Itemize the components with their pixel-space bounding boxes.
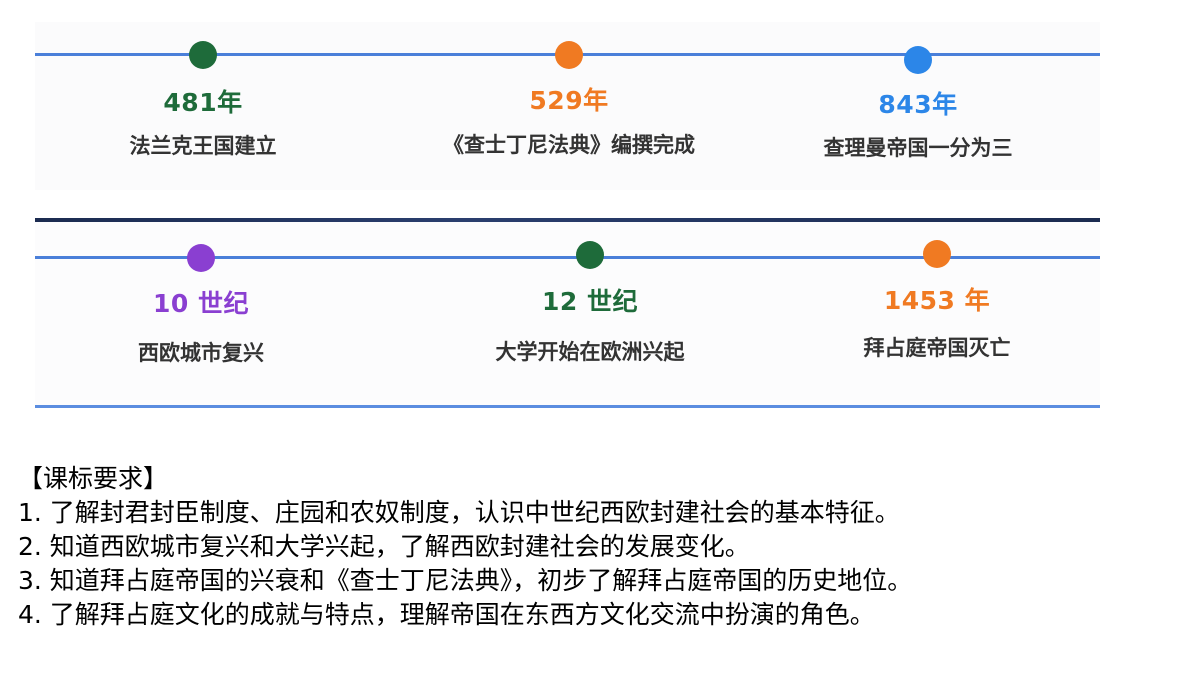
event-year: 1453 年 <box>883 286 991 315</box>
requirement-item-1: 1. 了解封君封臣制度、庄园和农奴制度，认识中世纪西欧封建社会的基本特征。 <box>18 498 900 527</box>
event-label: 《查士丁尼法典》编撰完成 <box>443 133 695 157</box>
event-dot <box>904 46 932 74</box>
event-dot <box>555 41 583 69</box>
event-dot <box>923 240 951 268</box>
event-year: 10 世纪 <box>153 289 249 318</box>
requirement-item-2: 2. 知道西欧城市复兴和大学兴起，了解西欧封建社会的发展变化。 <box>18 532 750 561</box>
event-year: 843年 <box>878 90 958 119</box>
event-label: 查理曼帝国一分为三 <box>823 136 1013 160</box>
event-year: 481年 <box>163 88 243 117</box>
panel-top-bar <box>35 218 1100 222</box>
timeline-line <box>35 256 1100 259</box>
requirement-item-4: 4. 了解拜占庭文化的成就与特点，理解帝国在东西方文化交流中扮演的角色。 <box>18 600 875 629</box>
event-dot <box>189 41 217 69</box>
event-label: 法兰克王国建立 <box>129 134 277 158</box>
timeline-panel-1: 481年 法兰克王国建立 529年 《查士丁尼法典》编撰完成 843年 查理曼帝… <box>35 22 1100 190</box>
requirements-heading: 【课标要求】 <box>18 464 169 493</box>
event-label: 西欧城市复兴 <box>138 341 264 365</box>
event-dot <box>187 244 215 272</box>
event-dot <box>576 241 604 269</box>
event-year: 12 世纪 <box>542 287 638 316</box>
requirement-item-3: 3. 知道拜占庭帝国的兴衰和《查士丁尼法典》，初步了解拜占庭帝国的历史地位。 <box>18 566 913 595</box>
event-year: 529年 <box>529 86 609 115</box>
timeline-panel-2: 10 世纪 西欧城市复兴 12 世纪 大学开始在欧洲兴起 1453 年 拜占庭帝… <box>35 218 1100 408</box>
event-label: 拜占庭帝国灭亡 <box>863 336 1011 360</box>
panel-bottom-line <box>35 405 1100 408</box>
event-label: 大学开始在欧洲兴起 <box>495 340 685 364</box>
curriculum-requirements: 【课标要求】 1. 了解封君封臣制度、庄园和农奴制度，认识中世纪西欧封建社会的基… <box>18 462 1188 632</box>
